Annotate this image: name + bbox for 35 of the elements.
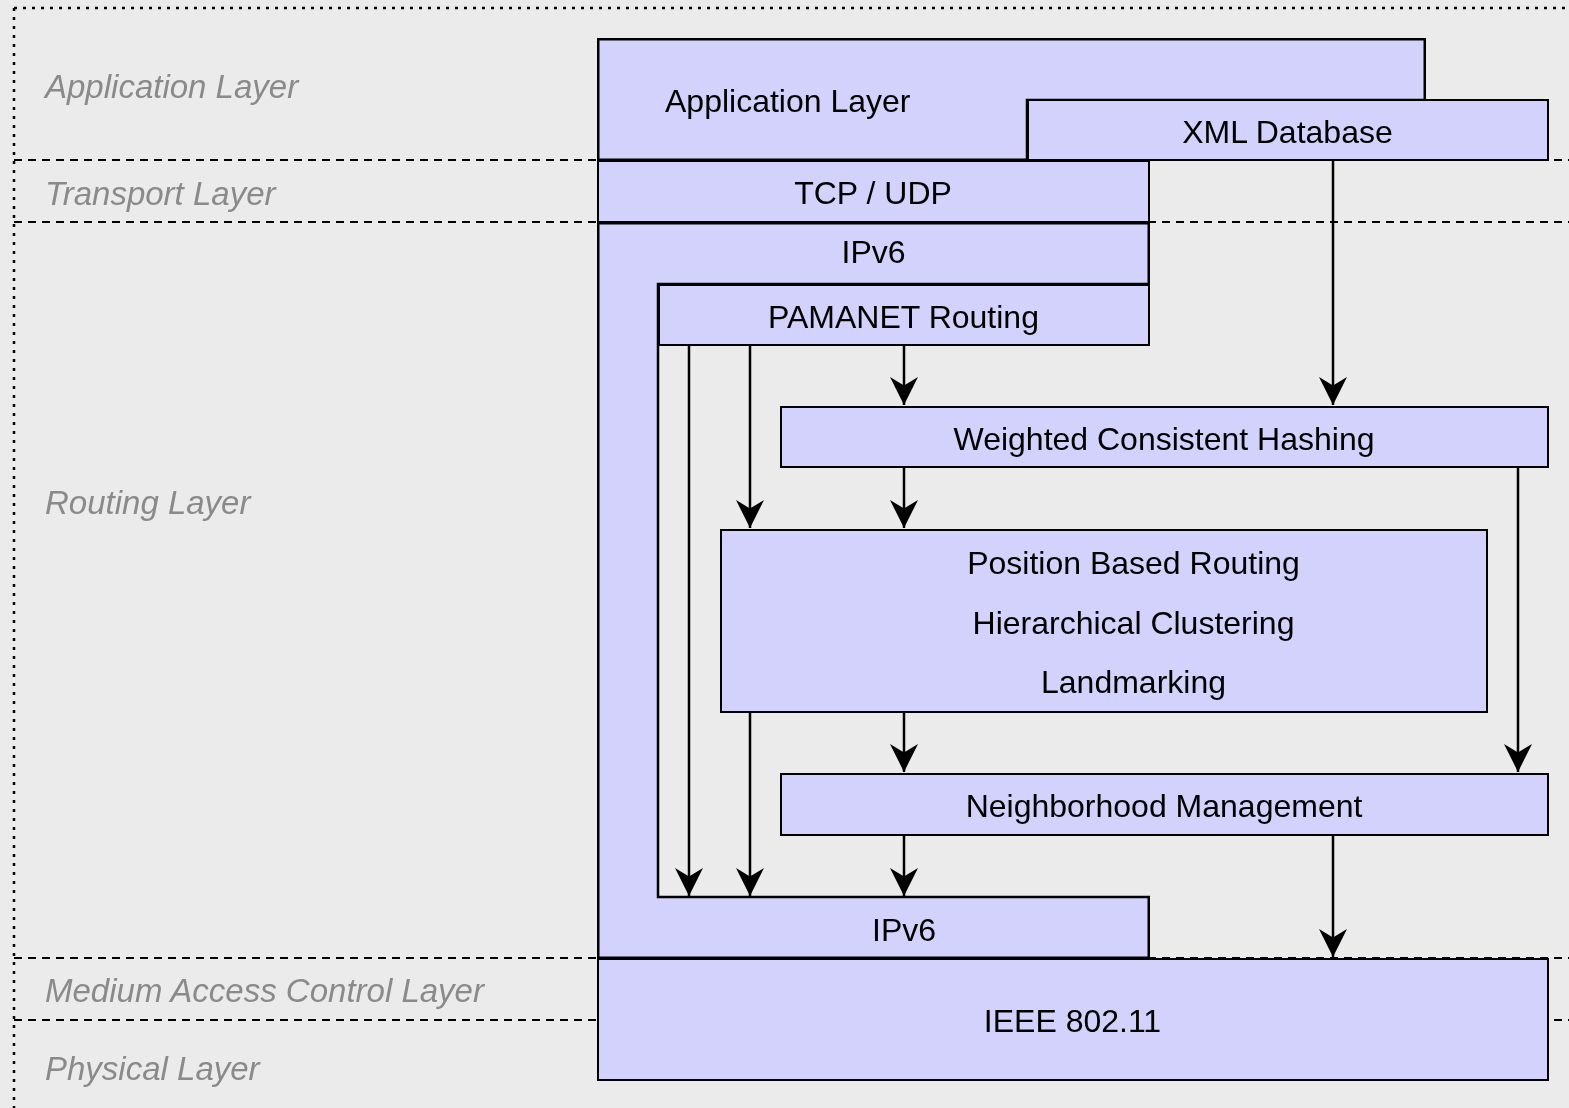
arrow	[675, 346, 703, 896]
database-box	[1027, 99, 1549, 161]
node-label: XML Database	[1181, 113, 1394, 150]
node-label: Application Layer	[665, 83, 911, 119]
layer-label: Routing Layer	[45, 484, 251, 522]
protocol-box	[597, 958, 1549, 1081]
routing-box	[658, 284, 1150, 346]
node-label: Hierarchical Clustering	[971, 604, 1296, 641]
arrow	[890, 836, 918, 896]
process-box	[780, 773, 1549, 836]
node-label: Landmarking	[1040, 664, 1227, 701]
node-label: Weighted Consistent Hashing	[952, 420, 1376, 457]
layer-label: Application Layer	[45, 68, 299, 106]
node-label: IPv6	[871, 912, 937, 948]
node-label: Neighborhood Management	[964, 788, 1364, 824]
process-box	[720, 529, 1488, 713]
arrow	[736, 713, 764, 896]
node-label: Position Based Routing	[966, 544, 1301, 581]
node-label: IEEE 802.11	[982, 1003, 1163, 1039]
layer-label: Transport Layer	[45, 175, 276, 213]
arrow	[1319, 161, 1347, 405]
protocol-box	[597, 160, 1150, 223]
layer-box	[597, 38, 1426, 161]
arrow	[1504, 468, 1532, 772]
node-label: PAMANET Routing	[767, 298, 1040, 335]
arrow	[890, 468, 918, 528]
arrow	[1319, 836, 1347, 957]
arrow	[890, 713, 918, 772]
node-label: TCP / UDP	[793, 175, 953, 211]
arrow	[890, 346, 918, 405]
layer-label: Medium Access Control Layer	[45, 972, 484, 1010]
process-box	[780, 406, 1549, 468]
arrow	[736, 346, 764, 528]
node-label: IPv6	[840, 234, 907, 270]
layer-label: Physical Layer	[45, 1050, 260, 1088]
